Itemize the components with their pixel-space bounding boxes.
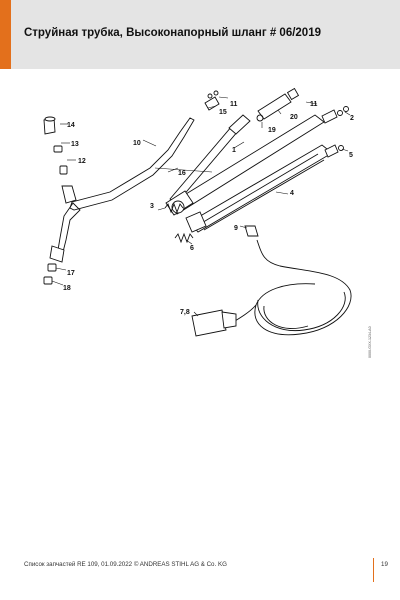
label-part-3: 3	[150, 203, 154, 210]
label-part-13: 13	[71, 141, 79, 148]
footer-separator	[373, 558, 374, 582]
part-9-hose-assembly	[191, 225, 352, 337]
label-part-20: 20	[290, 114, 298, 121]
header-accent-bar	[0, 0, 11, 69]
label-part-11-right: 11	[310, 101, 318, 108]
label-part-16: 16	[178, 170, 186, 177]
page-header: Струйная трубка, Высоконапорный шланг # …	[0, 0, 400, 69]
footer-copyright: Список запчастей RE 109, 01.09.2022 © AN…	[24, 561, 227, 568]
fittings-right	[204, 87, 349, 158]
label-part-2: 2	[350, 115, 354, 122]
label-part-6: 6	[190, 245, 194, 252]
label-part-14: 14	[67, 122, 75, 129]
exploded-parts-diagram: 14 13 12 10 16 15 11 1 4 11 2 5 19 20 3 …	[43, 87, 372, 358]
label-part-12: 12	[78, 158, 86, 165]
label-part-15: 15	[219, 109, 227, 116]
fittings-left	[43, 116, 68, 285]
label-part-9: 9	[234, 225, 238, 232]
label-part-4: 4	[290, 190, 294, 197]
label-part-11-left: 11	[230, 101, 238, 108]
label-part-1: 1	[232, 147, 236, 154]
label-part-10: 10	[133, 140, 141, 147]
label-part-17: 17	[67, 270, 75, 277]
page-title: Струйная трубка, Высоконапорный шланг # …	[24, 27, 321, 39]
springs	[164, 202, 194, 244]
part-1-lance-handle	[165, 114, 325, 216]
drawing-code: 0000-GXX-1234-A0	[368, 326, 372, 358]
page-number: 19	[381, 561, 388, 568]
label-part-7-8: 7,8	[180, 309, 190, 316]
label-part-19: 19	[268, 127, 276, 134]
part-10-spray-tube	[49, 117, 195, 263]
leader-lines	[51, 96, 351, 317]
label-part-5: 5	[349, 152, 353, 159]
label-part-18: 18	[63, 285, 71, 292]
